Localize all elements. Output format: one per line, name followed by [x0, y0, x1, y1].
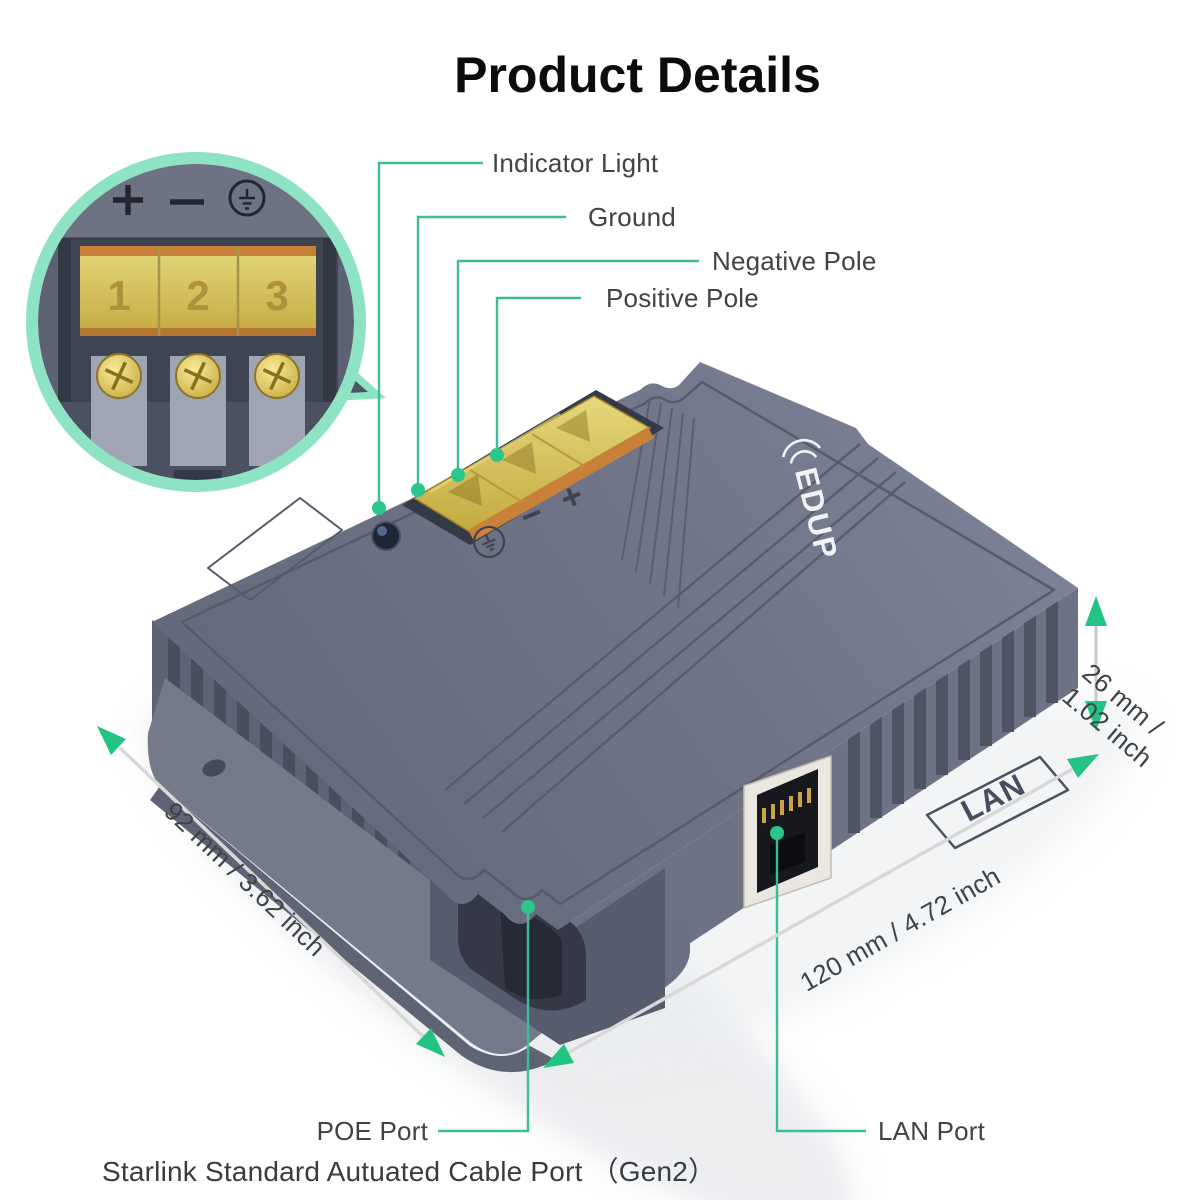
- lan-port-label: LAN Port: [878, 1116, 986, 1146]
- bubble-ground-icon: [228, 179, 266, 217]
- indicator-led: [371, 521, 401, 551]
- device-render: − + EDUP LAN: [147, 362, 1078, 1073]
- terminal-1: 1: [107, 272, 130, 319]
- top-face-plate-outline: [207, 497, 343, 601]
- terminal-screws: [91, 353, 305, 480]
- poe-port-label: POE Port: [316, 1116, 428, 1146]
- top-face-border-groove: [180, 380, 1056, 906]
- device-right-fins: [848, 585, 1058, 833]
- page-title: Product Details: [454, 47, 821, 103]
- dimension-arrows: [97, 596, 1107, 1068]
- indicator-light-label: Indicator Light: [492, 148, 659, 178]
- lan-port: [743, 755, 832, 909]
- ground-label: Ground: [588, 202, 676, 232]
- positive-pole-label: Positive Pole: [606, 283, 759, 313]
- terminal-block: [402, 390, 664, 545]
- terminal-2: 2: [186, 272, 209, 319]
- poe-port-line: [438, 910, 530, 1133]
- top-face-ridges: [444, 443, 906, 833]
- ground-symbol: [472, 525, 506, 559]
- indicator-light-line: [377, 161, 483, 505]
- callout-dots: [372, 448, 784, 914]
- bubble-plus-icon: [113, 185, 143, 215]
- negative-pole-line: [456, 259, 699, 472]
- terminal-3: 3: [265, 272, 288, 319]
- edup-signal-icon: [781, 438, 822, 464]
- bubble-ring: [26, 152, 366, 492]
- callout-lines: [377, 161, 866, 1133]
- dimension-lines: [97, 596, 1107, 1068]
- device-top-face: [152, 362, 1078, 930]
- positive-pole-line: [495, 296, 581, 452]
- starlink-port-note: Starlink Standard Autuated Cable Port （G…: [102, 1156, 717, 1187]
- ground-line: [416, 215, 566, 487]
- zoom-bubble: 1 2 3: [26, 152, 386, 492]
- negative-pole-label: Negative Pole: [712, 246, 877, 276]
